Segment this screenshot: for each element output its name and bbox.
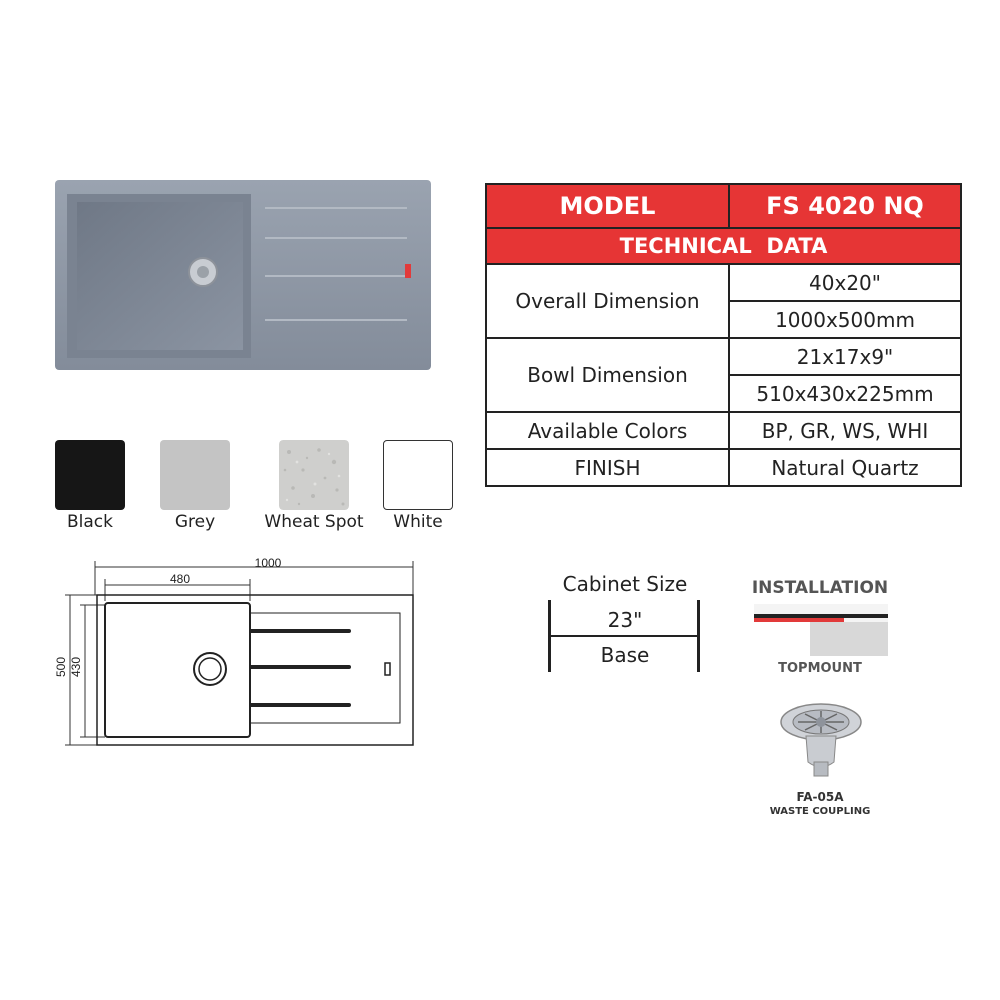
topmount-diagram [754, 604, 888, 656]
finish-value: Natural Quartz [728, 448, 962, 487]
model-label: MODEL [485, 183, 730, 229]
waste-coupling-icon [780, 703, 862, 777]
overall-dimension-mm: 1000x500mm [728, 300, 962, 339]
bowl-dimension-mm: 510x430x225mm [728, 374, 962, 413]
available-colors-label: Available Colors [485, 411, 730, 450]
swatch-black-label: Black [67, 512, 113, 532]
table-row: Bowl Dimension 21x17x9" [485, 337, 962, 413]
bowl-dimension-label: Bowl Dimension [485, 337, 730, 413]
available-colors-value: BP, GR, WS, WHI [728, 411, 962, 450]
overall-dimension-label: Overall Dimension [485, 263, 730, 339]
dimension-total-height: 500 [54, 656, 68, 678]
installation-title: INSTALLATION [751, 578, 889, 598]
dimension-total-width: 1000 [254, 556, 282, 570]
cabinet-right-bar [697, 600, 700, 672]
sink-product-image [55, 180, 431, 370]
swatch-wheat-spot [279, 440, 349, 510]
technical-data-table: MODEL FS 4020 NQ TECHNICAL DATA Overall … [485, 183, 962, 487]
finish-label: FINISH [485, 448, 730, 487]
technical-data-title: TECHNICAL DATA [485, 227, 962, 265]
table-row: Overall Dimension 40x20" [485, 263, 962, 339]
table-row: 510x430x225mm [486, 374, 962, 413]
swatch-wheat-spot-label: Wheat Spot [264, 512, 364, 532]
cabinet-base-label: Base [600, 643, 650, 667]
table-row: FINISH Natural Quartz [485, 448, 962, 487]
swatch-white [383, 440, 453, 510]
coupling-name: WASTE COUPLING [769, 806, 871, 817]
cabinet-size-value: 23" [607, 608, 643, 632]
swatch-white-label: White [393, 512, 443, 532]
dimension-bowl-height: 430 [69, 656, 83, 678]
sink-technical-drawing [65, 561, 414, 746]
topmount-label: TOPMOUNT [778, 661, 862, 676]
cabinet-divider [550, 635, 698, 637]
swatch-grey-label: Grey [174, 512, 216, 532]
swatch-black [55, 440, 125, 510]
bowl-dimension-inches: 21x17x9" [728, 337, 962, 376]
cabinet-left-bar [548, 600, 551, 672]
coupling-code: FA-05A [796, 790, 844, 804]
swatch-grey [160, 440, 230, 510]
overall-dimension-inches: 40x20" [728, 263, 962, 302]
model-value: FS 4020 NQ [728, 183, 962, 229]
model-row: MODEL FS 4020 NQ [485, 183, 962, 229]
table-row: Available Colors BP, GR, WS, WHI [485, 411, 962, 450]
dimension-bowl-width: 480 [169, 572, 191, 586]
cabinet-size-title: Cabinet Size [562, 572, 688, 596]
section-title-row: TECHNICAL DATA [485, 227, 962, 265]
table-row: 1000x500mm [486, 300, 962, 339]
